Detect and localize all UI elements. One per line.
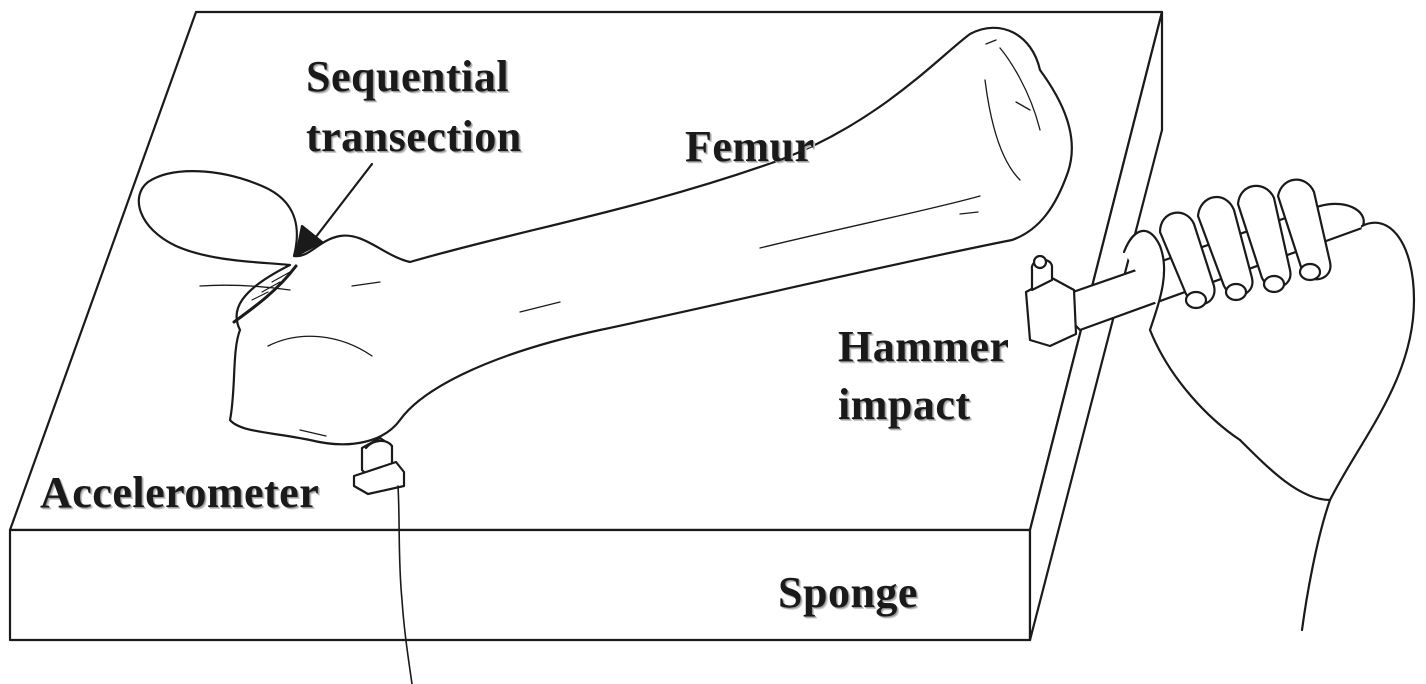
sequential-transection-label-line2: transection <box>306 112 522 162</box>
sponge-label: Sponge <box>778 568 918 618</box>
hammer-impact-label-line2: impact <box>838 380 971 430</box>
accelerometer-label: Accelerometer <box>40 468 319 518</box>
sequential-transection-label-line1: Sequential <box>306 52 509 102</box>
femur-label: Femur <box>685 122 815 172</box>
hammer-impact-label-line1: Hammer <box>838 322 1008 372</box>
hand <box>1124 180 1414 630</box>
